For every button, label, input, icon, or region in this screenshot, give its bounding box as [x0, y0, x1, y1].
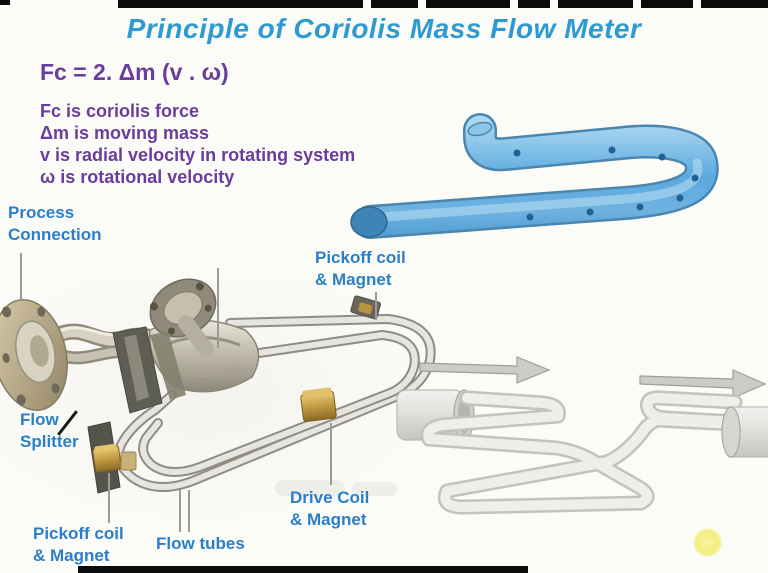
leader-flow-tube-2 — [188, 490, 190, 532]
formula-definitions: Fc is coriolis force Δm is moving mass v… — [40, 100, 355, 188]
definition-line: Fc is coriolis force — [40, 101, 200, 121]
label-flow-splitter: Flow Splitter — [20, 409, 79, 453]
flow-tube-loops — [113, 314, 436, 493]
label-line: Connection — [8, 225, 102, 244]
definition-line: v is radial velocity in rotating system — [40, 145, 356, 165]
flow-meter-photo — [0, 278, 436, 496]
process-flange-left — [0, 298, 68, 412]
label-drive-coil: Drive Coil & Magnet — [290, 487, 369, 531]
blue-tube-highlight — [365, 158, 703, 223]
flange-bolt-holes — [149, 282, 212, 335]
definition-line: Δm is moving mass — [40, 123, 209, 143]
leader-process-connection — [20, 253, 22, 300]
bottom-black-bar — [78, 566, 528, 573]
top-bar-segment — [118, 0, 363, 8]
label-line: Pickoff coil — [315, 248, 406, 267]
leader-drive-coil — [330, 423, 332, 485]
top-bar-segment — [701, 0, 768, 8]
vibrating-tubes-illustration — [396, 356, 768, 515]
serpentine-flow-tube — [420, 390, 743, 515]
label-pickoff-coil-bottom: Pickoff coil & Magnet — [33, 523, 124, 567]
drive-coil-magnet — [300, 387, 337, 423]
photo-watermark — [275, 480, 397, 496]
top-bar-segment — [0, 0, 10, 5]
flow-direction-arrow-left — [419, 356, 551, 384]
label-line: Flow — [20, 410, 59, 429]
tube-open-end — [350, 206, 388, 238]
flange-stem — [178, 315, 214, 357]
label-line: & Magnet — [33, 546, 110, 565]
top-bar-segment — [558, 0, 633, 8]
top-bar-segment — [371, 0, 418, 8]
label-line: Splitter — [20, 432, 79, 451]
tube-dots — [513, 146, 699, 221]
label-line: & Magnet — [290, 510, 367, 529]
slide-title: Principle of Coriolis Mass Flow Meter — [126, 13, 642, 44]
leader-process-connection-outlet — [217, 268, 219, 348]
label-line: Pickoff coil — [33, 524, 124, 543]
coriolis-tube-illustration — [350, 113, 719, 239]
coriolis-formula: Fc = 2. Δm (v . ω) — [40, 59, 229, 85]
label-line: & Magnet — [315, 270, 392, 289]
top-bar-segment — [426, 0, 510, 8]
top-bar-segment — [518, 0, 550, 8]
label-process-connection: Process Connection — [8, 202, 102, 246]
support-bracket — [150, 331, 186, 400]
tube-hook-end — [467, 121, 493, 137]
leader-pickoff-bottom — [108, 473, 110, 523]
label-pickoff-coil-top: Pickoff coil & Magnet — [315, 247, 406, 291]
flange-bolt-holes — [1, 306, 60, 406]
pickoff-coil-magnet-right — [350, 295, 382, 320]
leader-pickoff-top — [375, 292, 377, 320]
leader-flow-tube-1 — [179, 490, 181, 532]
pickoff-coil-magnet-left — [92, 443, 122, 473]
label-line: Drive Coil — [290, 488, 370, 507]
pickoff-coil-small-block — [120, 451, 137, 471]
yellow-marker-dot — [693, 528, 722, 557]
top-bar-segment — [641, 0, 693, 8]
support-bracket-highlight — [124, 335, 149, 401]
label-line: Process — [8, 203, 75, 222]
label-flow-tubes: Flow tubes — [156, 534, 245, 553]
flow-direction-arrow-right — [639, 369, 767, 399]
definition-line: ω is rotational velocity — [40, 167, 235, 187]
outlet-pipe-cylinder — [721, 406, 768, 458]
